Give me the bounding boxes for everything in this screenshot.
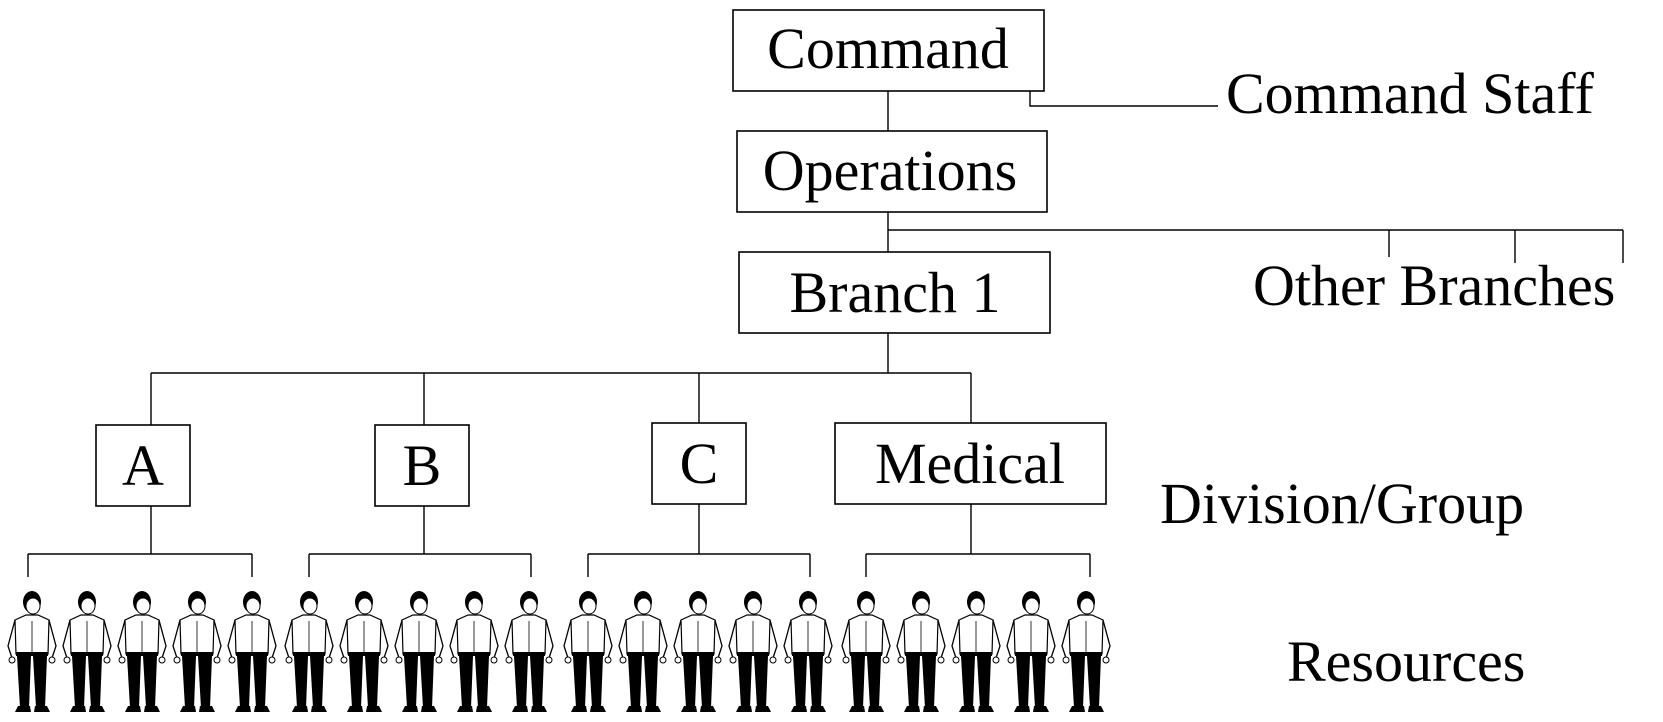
person-icon (1061, 590, 1111, 713)
person-icon (673, 590, 723, 713)
resource-bracket-medical (865, 504, 1091, 577)
operations-box: Operations (736, 130, 1048, 213)
operations-label: Operations (763, 138, 1018, 203)
resources-label: Resources (1287, 629, 1525, 694)
resource-bracket-b (308, 506, 532, 577)
division-b-label: B (403, 433, 442, 498)
command-box: Command (732, 9, 1045, 92)
person-icon (284, 590, 334, 713)
division-group-label: Division/Group (1160, 471, 1524, 536)
person-icon (783, 590, 833, 713)
branch-1-label: Branch 1 (790, 260, 1001, 325)
other-branches-connector (888, 229, 1624, 263)
division-c-label: C (680, 431, 719, 496)
other-branches-label: Other Branches (1253, 253, 1615, 318)
resource-people (7, 590, 1111, 713)
division-b-box: B (374, 424, 470, 507)
branch-division-connector (150, 333, 972, 425)
command-staff-label: Command Staff (1226, 61, 1595, 126)
person-icon (951, 590, 1001, 713)
person-icon (618, 590, 668, 713)
person-icon (339, 590, 389, 713)
division-a-label: A (122, 433, 164, 498)
division-medical-label: Medical (875, 431, 1065, 496)
resource-bracket-c (587, 504, 811, 577)
person-icon (7, 590, 57, 713)
person-icon (394, 590, 444, 713)
command-label: Command (767, 16, 1009, 81)
resource-group-medical (841, 590, 1111, 713)
person-icon (449, 590, 499, 713)
command-staff-connector (1029, 91, 1218, 107)
person-icon (563, 590, 613, 713)
person-icon (504, 590, 554, 713)
person-icon (1006, 590, 1056, 713)
resource-bracket-a (27, 506, 253, 577)
division-c-box: C (651, 422, 747, 505)
division-medical-box: Medical (834, 422, 1107, 505)
branch-1-box: Branch 1 (738, 251, 1051, 334)
division-a-box: A (95, 424, 191, 507)
person-icon (172, 590, 222, 713)
person-icon (896, 590, 946, 713)
person-icon (227, 590, 277, 713)
resource-group-b (284, 590, 554, 713)
resource-group-a (7, 590, 277, 713)
person-icon (117, 590, 167, 713)
resource-group-c (563, 590, 833, 713)
person-icon (728, 590, 778, 713)
person-icon (62, 590, 112, 713)
person-icon (841, 590, 891, 713)
